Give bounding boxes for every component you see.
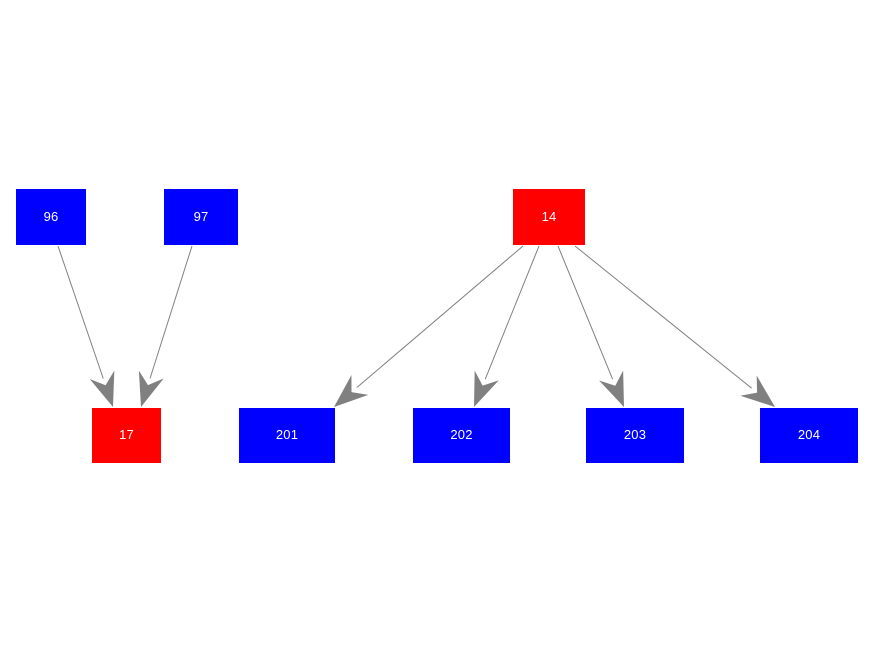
edge-line [574,245,752,389]
node-label: 204 [797,427,821,442]
edge-line [557,245,614,380]
edge-arrowhead [138,370,164,407]
graph-node-97[interactable]: 97 [164,189,238,245]
edge-line [356,245,524,388]
graph-node-201[interactable]: 201 [239,408,335,463]
graph-edge-14-to-201 [334,245,524,407]
graph-node-202[interactable]: 202 [413,408,510,463]
graph-edge-14-to-202 [474,245,540,407]
node-label: 17 [119,427,134,442]
graph-edge-96-to-17 [57,245,115,407]
edge-line [57,245,104,379]
graph-edge-14-to-204 [574,245,775,407]
node-label: 202 [450,427,473,442]
edge-line [149,245,193,379]
graph-node-14[interactable]: 14 [513,189,585,245]
graph-node-203[interactable]: 203 [586,408,684,463]
edge-arrowhead [89,370,115,407]
edge-arrowhead [740,375,775,407]
edge-arrowhead [474,370,499,407]
edge-arrowhead [334,375,369,407]
edge-line [484,245,540,380]
node-label: 96 [43,208,59,224]
node-label: 14 [541,208,557,224]
graph-edge-14-to-203 [557,245,624,407]
graph-node-96[interactable]: 96 [16,189,86,245]
graph-edge-97-to-17 [138,245,193,407]
node-label: 203 [623,427,647,442]
graph-node-204[interactable]: 204 [760,408,858,463]
edge-arrowhead [599,370,624,407]
node-label: 201 [275,427,299,442]
node-label: 97 [193,208,209,224]
graph-node-17[interactable]: 17 [92,408,161,463]
